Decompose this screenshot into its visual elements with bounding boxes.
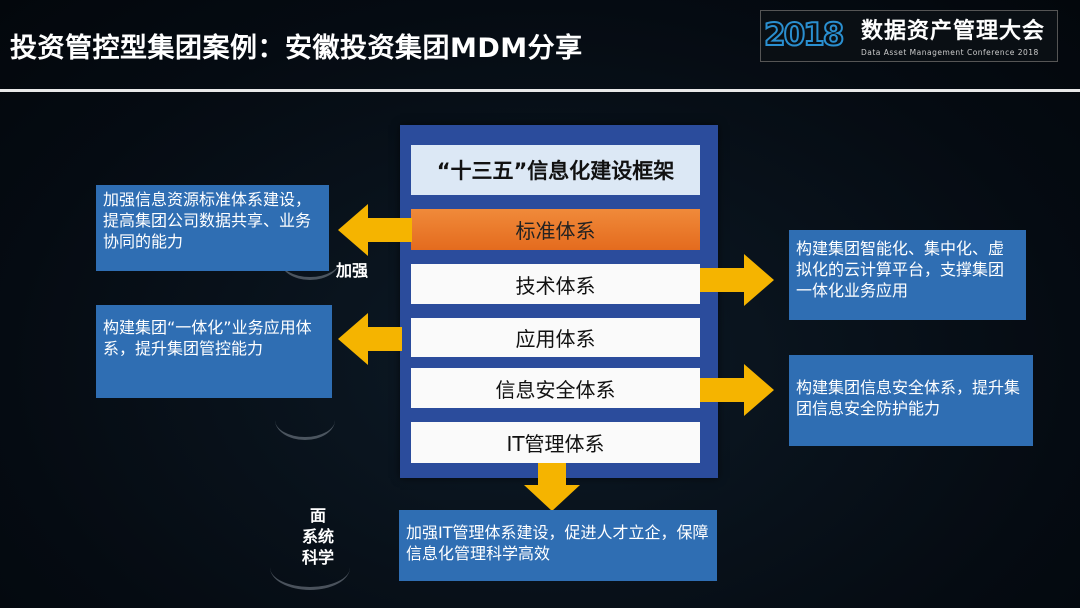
row-security-system: 信息安全体系 [411, 368, 700, 408]
page-title: 投资管控型集团案例：安徽投资集团MDM分享 [10, 33, 583, 64]
row-it-management-system: IT管理体系 [411, 422, 700, 463]
background-fragment-text: 面 系统 科学 [298, 505, 338, 568]
decorative-arc [270, 545, 350, 590]
callout-technology: 构建集团智能化、集中化、虚拟化的云计算平台，支撑集团一体化业务应用 [789, 230, 1026, 320]
fragment-line: 系统 [301, 527, 334, 546]
arrow-left-icon [338, 313, 402, 365]
callout-it-management: 加强IT管理体系建设，促进人才立企，保障信息化管理科学高效 [399, 510, 717, 581]
arrow-right-icon [700, 254, 774, 306]
logo-year: 2018 [763, 16, 845, 54]
conference-logo: 2018 数据资产管理大会 Data Asset Management Conf… [760, 10, 1058, 62]
background-fragment-text: 加强 [336, 261, 369, 280]
callout-standard: 加强信息资源标准体系建设，提高集团公司数据共享、业务协同的能力 [96, 185, 329, 271]
fragment-line: 面 [309, 506, 326, 525]
row-standard-system: 标准体系 [411, 209, 700, 250]
logo-name-en: Data Asset Management Conference 2018 [861, 48, 1039, 57]
arrow-left-icon [338, 204, 412, 256]
header-divider [0, 89, 1080, 92]
row-technology-system: 技术体系 [411, 264, 700, 304]
callout-security: 构建集团信息安全体系，提升集团信息安全防护能力 [789, 355, 1033, 446]
arrow-right-icon [700, 364, 774, 416]
decorative-arc [280, 240, 340, 280]
decorative-arc [275, 400, 335, 440]
arrow-down-icon [524, 463, 580, 511]
framework-title: “十三五”信息化建设框架 [411, 145, 700, 195]
fragment-line: 科学 [301, 548, 334, 567]
callout-application: 构建集团“一体化”业务应用体系，提升集团管控能力 [96, 305, 332, 398]
row-application-system: 应用体系 [411, 318, 700, 357]
logo-name-cn: 数据资产管理大会 [861, 19, 1046, 44]
